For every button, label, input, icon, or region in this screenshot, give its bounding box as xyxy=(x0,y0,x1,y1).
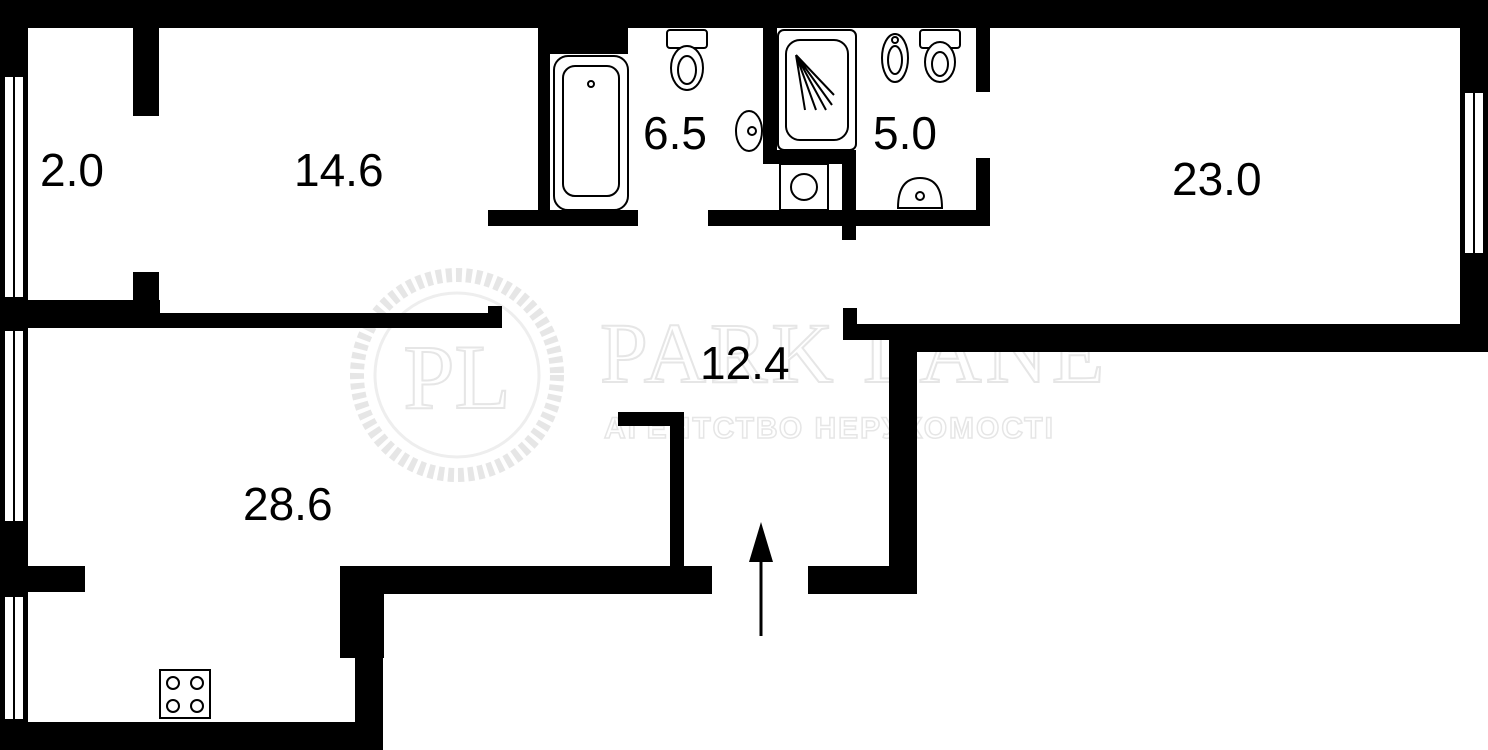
bathroom-wall-top xyxy=(538,28,628,54)
kitchen-window-wall xyxy=(0,566,85,592)
window-icon xyxy=(3,75,25,299)
hallway-wall-right xyxy=(889,324,917,594)
watermark-monogram: PL xyxy=(403,326,510,428)
washing-machine-icon xyxy=(779,163,829,211)
bathroom-wall-bottom xyxy=(488,210,638,226)
balcony-wall-upper xyxy=(133,28,159,116)
bathroom-wall-left xyxy=(538,28,550,226)
washbasin-icon xyxy=(896,176,944,209)
fixtures xyxy=(159,29,961,719)
room-labels: 2.0 14.6 6.5 5.0 23.0 12.4 28.6 xyxy=(40,107,1262,530)
room-area-kitchen-living: 28.6 xyxy=(243,478,333,530)
room-area-bedroom: 14.6 xyxy=(294,144,384,196)
toilet-icon xyxy=(919,29,961,83)
room-area-toilet: 5.0 xyxy=(873,107,937,159)
room-area-hallway: 12.4 xyxy=(700,337,790,389)
room-area-living-room: 23.0 xyxy=(1172,153,1262,205)
bathroom-wall-bottom-right xyxy=(708,210,848,226)
shower-icon xyxy=(777,29,857,151)
outer-wall-bottom xyxy=(0,722,383,750)
outer-wall-top xyxy=(0,0,1488,28)
watermark-logo: PL xyxy=(350,268,564,482)
shower-wall-bottom xyxy=(763,150,853,164)
bedroom-kitchen-wall-left xyxy=(0,300,160,328)
entrance-arrow-icon xyxy=(749,522,773,636)
room-area-bathroom: 6.5 xyxy=(643,107,707,159)
bedroom-kitchen-wall xyxy=(160,313,500,328)
room-area-balcony: 2.0 xyxy=(40,144,104,196)
toilet-wall-bottom xyxy=(856,210,990,226)
stove-icon xyxy=(159,669,211,719)
toilet-wall-right-lower xyxy=(976,158,990,226)
hallway-partition xyxy=(670,412,684,582)
bedroom-door-jamb xyxy=(488,306,502,328)
window-icon xyxy=(3,595,25,721)
kitchen-wall-right xyxy=(355,594,383,750)
toilet-icon xyxy=(666,29,708,91)
entrance-wall-left xyxy=(340,566,712,594)
washbasin-icon xyxy=(735,110,763,152)
windows xyxy=(3,75,1485,721)
hallway-partition-top xyxy=(618,412,684,426)
bidet-icon xyxy=(881,33,909,83)
window-icon xyxy=(3,329,25,523)
window-icon xyxy=(1463,91,1485,255)
bathtub-icon xyxy=(553,55,629,211)
toilet-wall-right-upper xyxy=(976,28,990,92)
living-room-bottom-wall xyxy=(915,324,1488,352)
bathroom-toilet-wall xyxy=(763,28,777,162)
toilet-wall-inner xyxy=(842,150,856,240)
entrance-wall-right xyxy=(808,566,917,594)
